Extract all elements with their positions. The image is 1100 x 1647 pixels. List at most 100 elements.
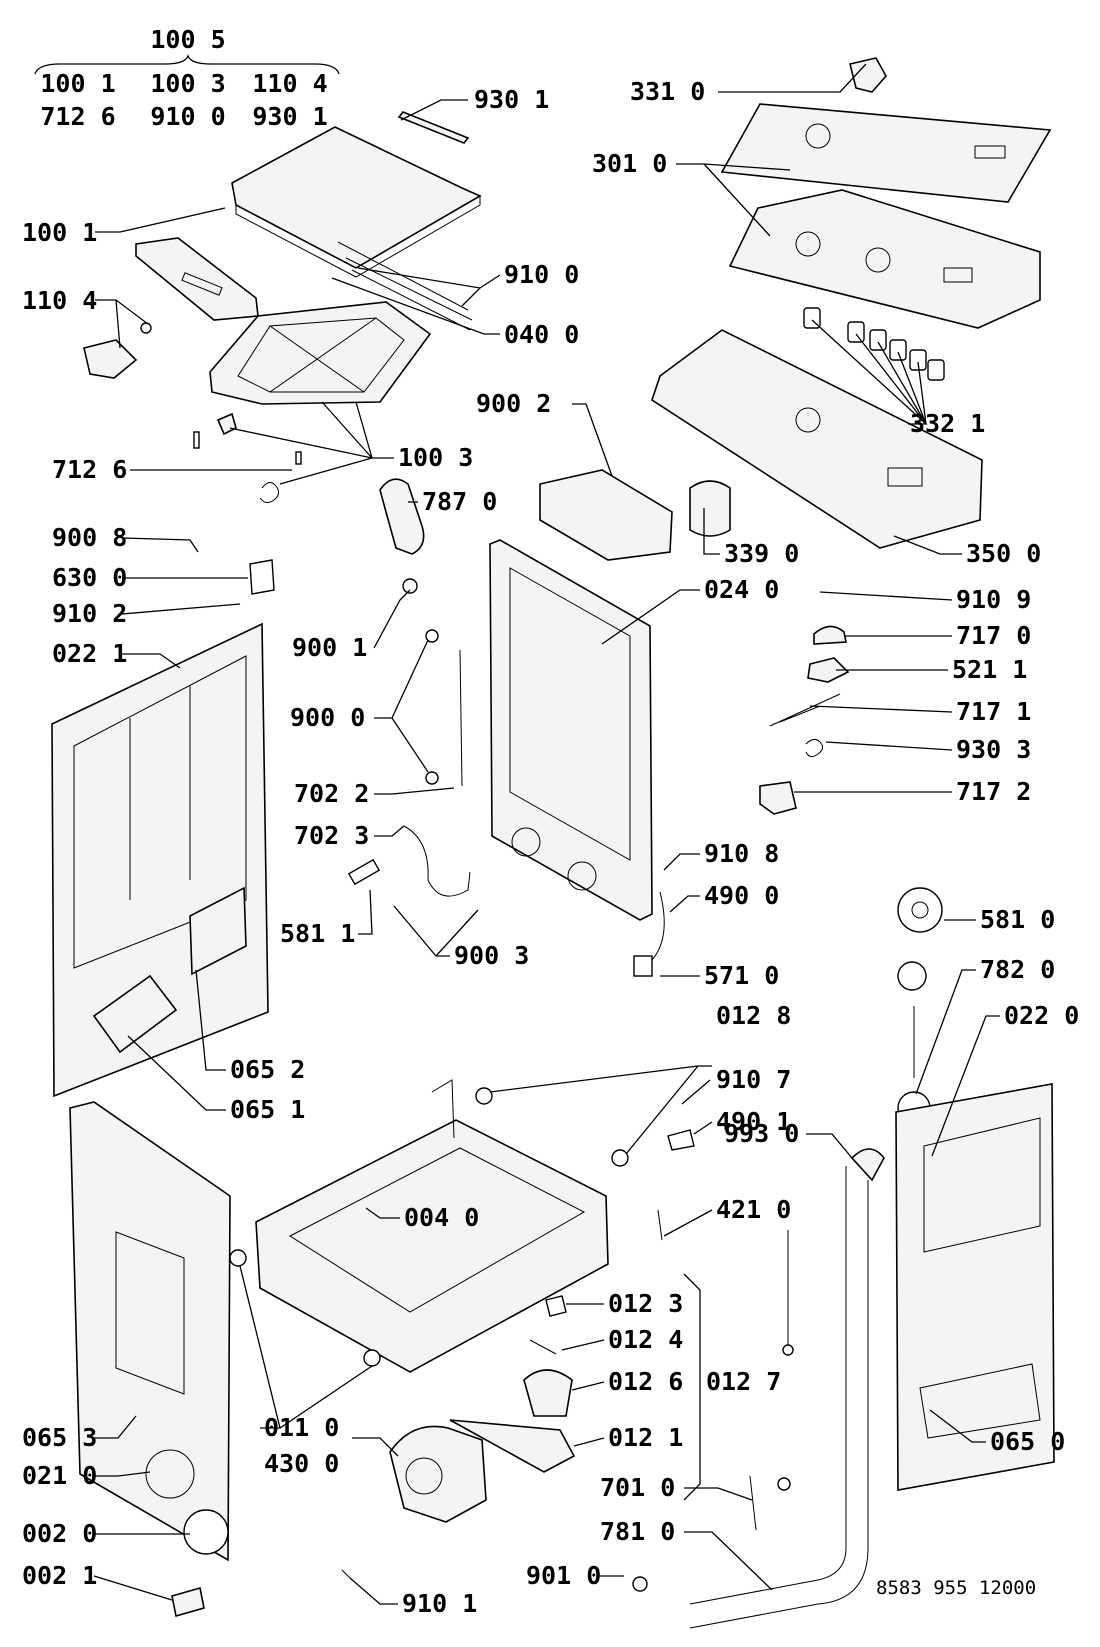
- callout-label: 024 0: [704, 575, 779, 604]
- panel-dial-hole: [795, 231, 821, 257]
- drawing-number: 8583 955 12000: [876, 1577, 1036, 1599]
- leader-line: [893, 535, 962, 555]
- leader-line: [95, 299, 149, 349]
- leader-line: [121, 603, 241, 615]
- leader-line: [331, 277, 500, 335]
- callout-label: 900 8: [52, 523, 127, 552]
- callout-label: 065 3: [22, 1423, 97, 1452]
- leader-line: [572, 403, 613, 477]
- leader-line: [931, 1015, 1000, 1157]
- leader-line: [663, 853, 700, 871]
- cover-part: [249, 559, 275, 595]
- header-label: 110 4: [252, 69, 327, 98]
- left-side-panel-part: [51, 622, 269, 1098]
- drain-pump-part: [389, 1425, 487, 1523]
- foot-part: [363, 1349, 381, 1367]
- spring-part: [805, 738, 824, 758]
- callout-label: 490 0: [704, 881, 779, 910]
- callout-label: 012 3: [608, 1289, 683, 1318]
- front-panel-part: [69, 1101, 231, 1562]
- clip-part: [171, 1586, 205, 1618]
- leader-line: [374, 825, 405, 837]
- leader-line: [663, 1209, 713, 1237]
- callout-label: 100 1: [22, 218, 97, 247]
- callout-label: 910 7: [716, 1065, 791, 1094]
- leader-line: [573, 1437, 605, 1447]
- insulation-part: [92, 974, 178, 1054]
- leader-line: [806, 1133, 853, 1159]
- callout-label: 110 4: [22, 286, 97, 315]
- filter-housing-part: [523, 1369, 573, 1417]
- pressure-switch-part: [689, 480, 731, 537]
- clamp-part: [425, 771, 439, 785]
- knob-part: [849, 57, 887, 93]
- header-title: 100 5: [150, 25, 225, 54]
- clamp-part: [402, 578, 418, 594]
- foot-part: [229, 1249, 247, 1267]
- side-panel-handle: [919, 1363, 1041, 1439]
- callout-label: 002 0: [22, 1519, 97, 1548]
- panel-display: [943, 267, 973, 283]
- clip-part: [545, 1295, 567, 1317]
- leader-line: [93, 1575, 173, 1601]
- leader-line: [358, 889, 373, 935]
- cover-part: [813, 625, 847, 645]
- callout-label: 301 0: [592, 149, 667, 178]
- callout-label: 490 1: [716, 1107, 791, 1136]
- callout-label: 012 4: [608, 1325, 683, 1354]
- bracket-part: [539, 469, 673, 561]
- pump-filter-hub: [911, 901, 929, 919]
- nut-part: [632, 1576, 648, 1592]
- callout-label: 910 0: [504, 260, 579, 289]
- drain-hose-part: [689, 1166, 847, 1605]
- switch-part: [807, 657, 850, 683]
- panel-dial-hole: [865, 247, 891, 273]
- front-trim-part: [135, 237, 259, 321]
- callout-label: 012 6: [608, 1367, 683, 1396]
- lid-strip-part: [397, 111, 470, 144]
- leader-line: [825, 741, 953, 751]
- top-lid-part: [231, 126, 482, 269]
- side-panel-ribs: [923, 1117, 1041, 1253]
- header-label: 930 1: [252, 102, 327, 131]
- board-component: [795, 407, 821, 433]
- sensor-part: [657, 1209, 663, 1241]
- base-frame-upright: [431, 1079, 455, 1139]
- leader-line: [489, 1065, 712, 1155]
- leader-line: [229, 401, 394, 485]
- callout-label: 900 2: [476, 389, 551, 418]
- front-panel-cover: [115, 1231, 185, 1395]
- callout-label: 012 1: [608, 1423, 683, 1452]
- overlay-dial-hole: [805, 123, 831, 149]
- control-panel-part: [728, 189, 1041, 329]
- callout-label: 900 3: [454, 941, 529, 970]
- clamp-part: [425, 629, 439, 643]
- rear-frame-opening: [509, 567, 631, 861]
- left-side-panel-ribs: [129, 686, 191, 900]
- block-part: [667, 1129, 695, 1151]
- leader-line: [122, 653, 181, 669]
- panel-overlay-part: [720, 103, 1052, 203]
- callout-label: 021 0: [22, 1461, 97, 1490]
- screw-part: [140, 322, 152, 334]
- callout-label: 712 6: [52, 455, 127, 484]
- callout-label: 910 9: [956, 585, 1031, 614]
- guide-part: [759, 781, 797, 815]
- door-part: [183, 1509, 229, 1555]
- drain-hose-part: [689, 1180, 869, 1629]
- insulation-part: [189, 886, 247, 976]
- leader-line: [393, 905, 479, 957]
- leader-line: [400, 99, 468, 121]
- hose-part: [379, 478, 425, 555]
- callout-label: 011 0: [264, 1413, 339, 1442]
- leader-line: [373, 589, 411, 649]
- tube-part: [459, 649, 463, 787]
- pin-part: [529, 1339, 557, 1355]
- header-label: 100 3: [150, 69, 225, 98]
- callout-label: 065 0: [990, 1427, 1065, 1456]
- callout-label: 702 2: [294, 779, 369, 808]
- leader-line: [352, 1437, 399, 1457]
- lever-part: [449, 1419, 576, 1473]
- callout-label: 901 0: [526, 1561, 601, 1590]
- callout-label: 717 2: [956, 777, 1031, 806]
